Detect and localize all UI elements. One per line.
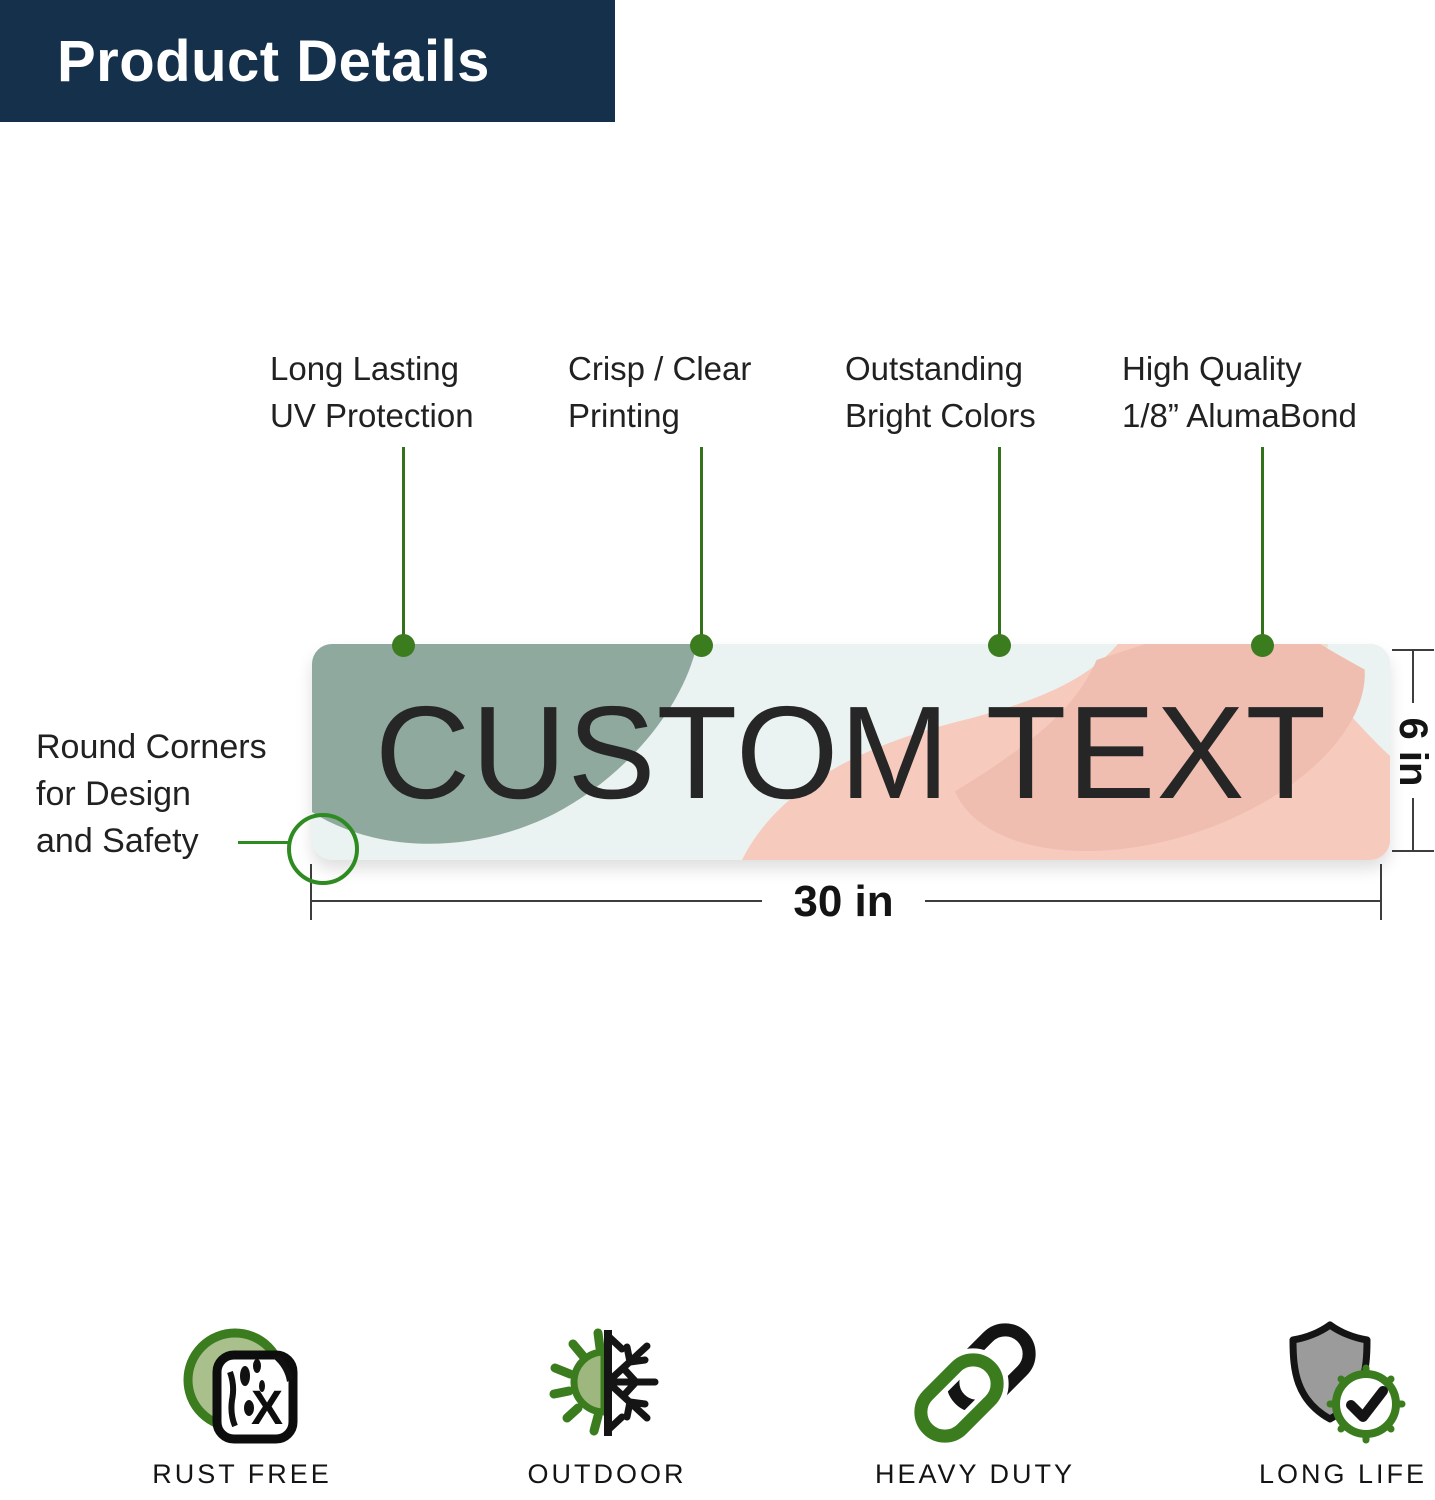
header-banner: Product Details (0, 0, 615, 122)
feature-rust-free: X RUST FREE (102, 1318, 382, 1490)
callout-line: Long Lasting (270, 350, 459, 387)
callout-leader-line (402, 447, 405, 646)
width-dimension-label: 30 in (793, 877, 894, 926)
page-title: Product Details (57, 28, 490, 94)
height-dimension-label: 6 in (1391, 717, 1435, 787)
outdoor-icon (549, 1328, 659, 1436)
feature-heavy-duty: HEAVY DUTY (835, 1318, 1115, 1490)
callout-line: High Quality (1122, 350, 1302, 387)
callout-line: Printing (568, 396, 680, 434)
feature-label: OUTDOOR (527, 1459, 687, 1489)
callout-alumabond: High Quality 1/8” AlumaBond (1122, 346, 1357, 440)
feature-label: HEAVY DUTY (874, 1459, 1076, 1489)
feature-outdoor: OUTDOOR (467, 1318, 747, 1490)
callout-line: for Design (36, 774, 191, 813)
corner-callout-label: Round Corners for Design and Safety (36, 724, 267, 865)
rust-free-icon: X (183, 1328, 298, 1444)
callout-line: UV Protection (270, 396, 474, 434)
callout-uv-protection: Long Lasting UV Protection (270, 346, 474, 440)
callout-leader-line (998, 447, 1001, 646)
callout-dot (392, 634, 415, 657)
corner-leader-line (238, 841, 288, 844)
callout-line: Outstanding (845, 350, 1023, 387)
width-dimension-line (925, 900, 1381, 902)
corner-highlight-circle (287, 813, 359, 885)
long-life-icon (1289, 1321, 1406, 1444)
svg-text:X: X (251, 1382, 283, 1435)
width-dimension-tick (1380, 864, 1382, 920)
sign-custom-text: CUSTOM TEXT (374, 678, 1328, 826)
callout-printing: Crisp / Clear Printing (568, 346, 751, 440)
callout-line: Round Corners (36, 728, 267, 766)
callout-bright-colors: Outstanding Bright Colors (845, 346, 1036, 440)
height-dimension-line (1412, 649, 1414, 703)
callout-line: Bright Colors (845, 396, 1036, 434)
width-dimension-tick (310, 864, 312, 920)
callout-line: 1/8” AlumaBond (1122, 396, 1357, 434)
height-dimension-line (1412, 798, 1414, 852)
feature-label: LONG LIFE (1258, 1459, 1428, 1489)
callout-leader-line (700, 447, 703, 646)
feature-label: RUST FREE (152, 1459, 332, 1489)
heavy-duty-icon (909, 1323, 1036, 1448)
callout-leader-line (1261, 447, 1264, 646)
sign-background-art (312, 644, 1390, 860)
sign-preview: CUSTOM TEXT (312, 644, 1390, 860)
width-dimension-line (311, 900, 762, 902)
callout-dot (988, 634, 1011, 657)
callout-dot (690, 634, 713, 657)
feature-long-life: LONG LIFE (1203, 1318, 1435, 1490)
callout-dot (1251, 634, 1274, 657)
callout-line: and Safety (36, 821, 199, 860)
callout-line: Crisp / Clear (568, 350, 752, 387)
height-dimension-cap (1392, 850, 1434, 852)
